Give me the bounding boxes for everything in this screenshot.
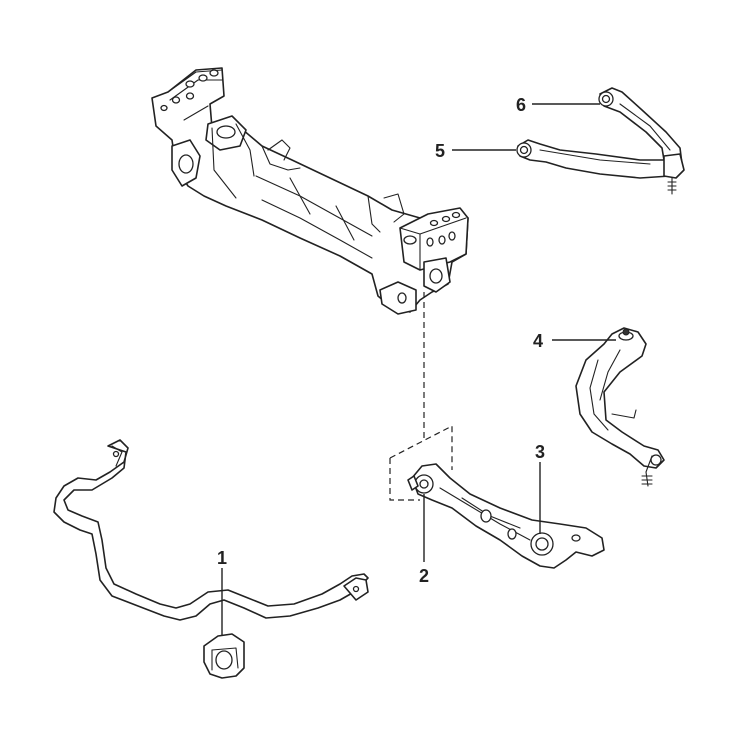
stabilizer-bushing — [203, 633, 245, 679]
callout-2: 2 — [419, 566, 429, 586]
callout-labels: 1 2 3 4 5 6 — [217, 95, 545, 586]
lower-rear-arm — [575, 327, 665, 487]
front-subframe — [151, 67, 469, 315]
upper-control-arm — [516, 87, 685, 195]
callout-4: 4 — [533, 331, 543, 351]
callout-5: 5 — [435, 141, 445, 161]
callout-leaders — [221, 103, 616, 636]
stabilizer-bar — [53, 439, 369, 621]
callout-3: 3 — [535, 442, 545, 462]
callout-6: 6 — [516, 95, 526, 115]
callout-1: 1 — [217, 548, 227, 568]
assembly-reference-lines — [389, 292, 453, 501]
lower-control-arm — [407, 463, 605, 569]
